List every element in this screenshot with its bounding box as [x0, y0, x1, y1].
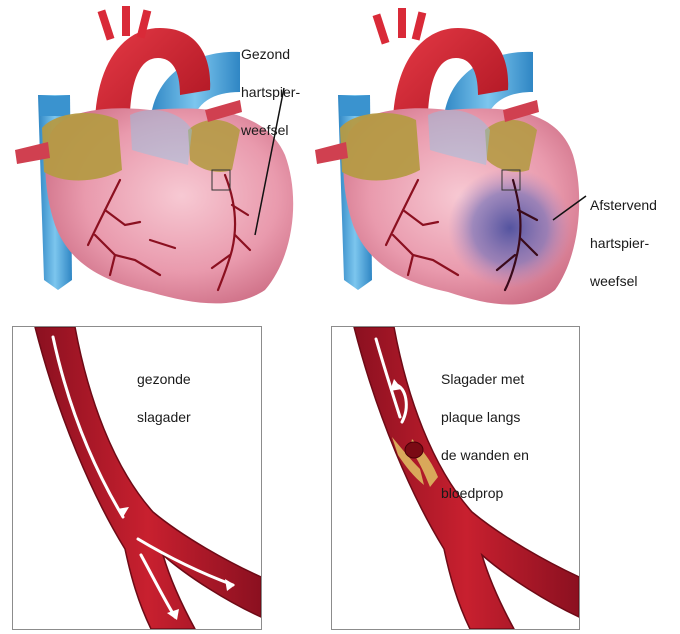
dying-tissue-label: Afstervend hartspier- weefsel	[590, 177, 657, 310]
right-atrium	[42, 113, 122, 180]
dying-tissue-area	[448, 168, 572, 288]
clogged-artery-panel: Slagader met plaque langs de wanden en b…	[331, 326, 580, 630]
healthy-artery-panel: gezonde slagader	[12, 326, 262, 630]
healthy-artery-label: gezonde slagader	[137, 351, 191, 446]
blood-clot	[405, 442, 423, 458]
left-atrium	[188, 120, 240, 172]
clogged-artery-label: Slagader met plaque langs de wanden en b…	[441, 351, 529, 522]
damaged-heart-illustration	[315, 0, 615, 320]
healthy-tissue-label: Gezond hartspier- weefsel	[241, 26, 300, 159]
